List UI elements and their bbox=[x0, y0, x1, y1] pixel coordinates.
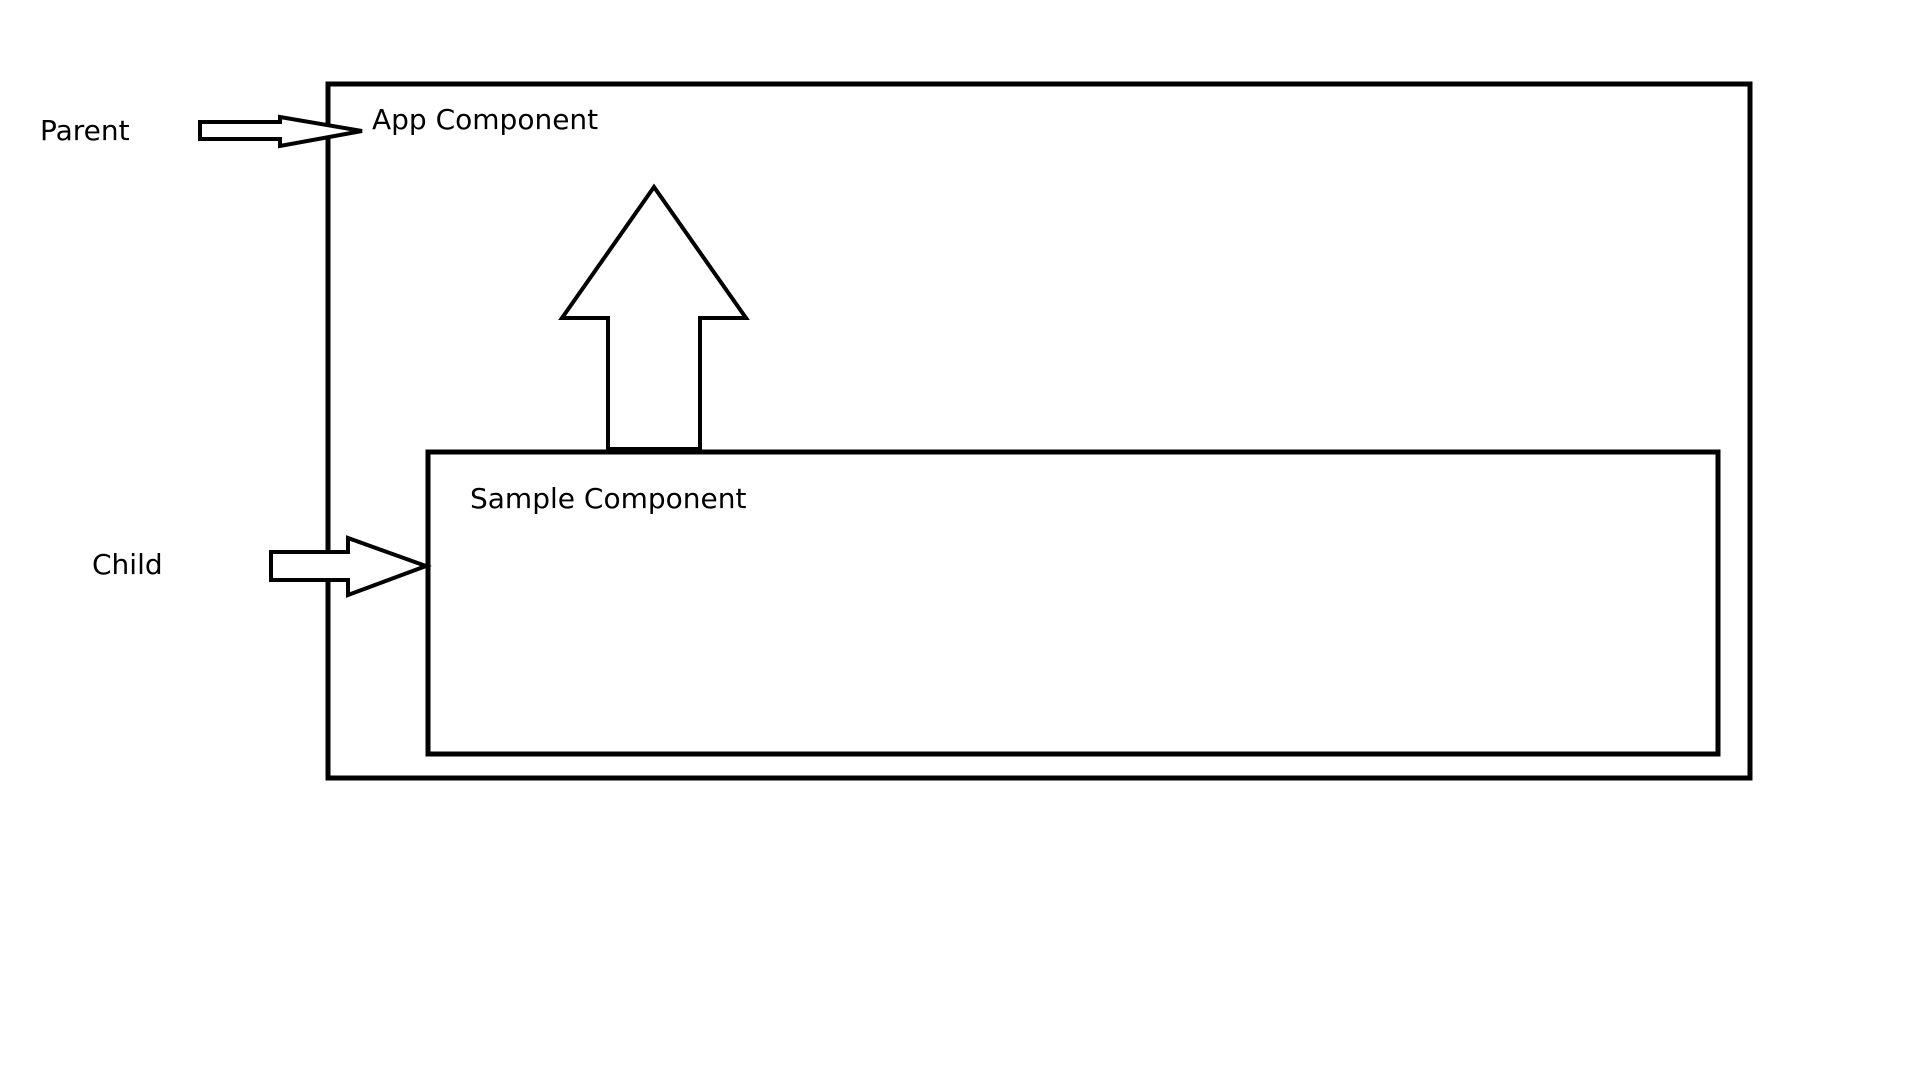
app-component-label: App Component bbox=[372, 103, 598, 136]
child-arrow-icon bbox=[269, 535, 432, 598]
sample-component-box bbox=[425, 449, 1721, 757]
parent-arrow-icon bbox=[198, 114, 363, 149]
child-label: Child bbox=[92, 548, 163, 581]
up-arrow-icon bbox=[558, 183, 750, 452]
sample-component-label: Sample Component bbox=[470, 482, 746, 515]
app-component-box bbox=[325, 81, 1753, 781]
parent-label: Parent bbox=[40, 114, 130, 147]
